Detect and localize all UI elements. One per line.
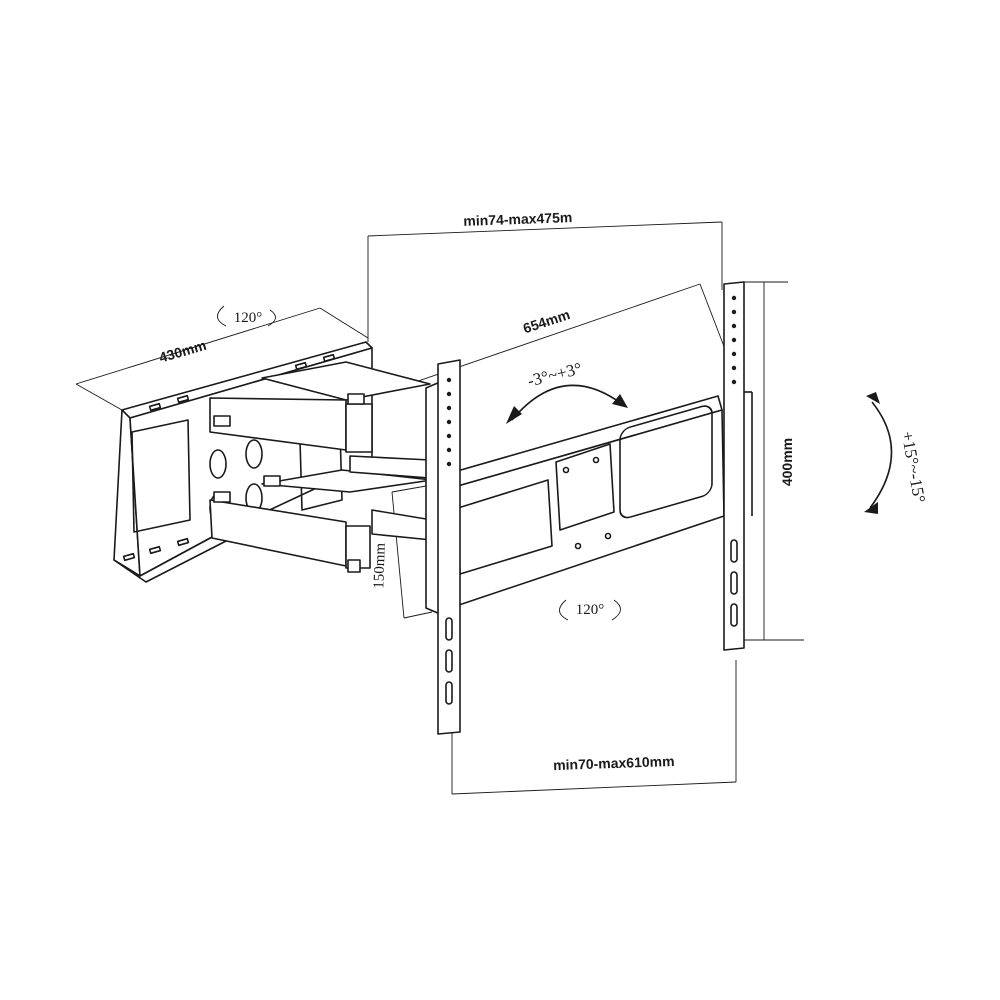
swivel-arrow-icon xyxy=(559,599,569,621)
left-rail-holes xyxy=(445,377,453,705)
wall-plate-slots xyxy=(122,353,336,562)
arrowhead-icon xyxy=(864,502,878,514)
arm-length-label: 654mm xyxy=(521,306,572,336)
plate-height-label: 150mm xyxy=(371,542,389,589)
arm-extension-label: min74-max475m xyxy=(463,209,572,229)
arrowhead-icon xyxy=(612,394,628,408)
arrowhead-icon xyxy=(506,406,522,424)
plate-width-label: 430mm xyxy=(157,337,208,366)
swivel-arrow-icon xyxy=(267,309,276,327)
swivel-arrow-icon xyxy=(611,599,621,621)
vesa-horizontal-label: min70-max610mm xyxy=(553,753,675,773)
right-rail-holes xyxy=(730,295,738,627)
arrowhead-icon xyxy=(866,392,880,404)
tv-bracket xyxy=(425,281,753,735)
swivel-wall-label: 120° xyxy=(234,310,263,326)
swivel-arrow-icon xyxy=(217,305,227,327)
swing-arms xyxy=(209,361,433,573)
vesa-vertical-label: 400mm xyxy=(779,438,795,486)
tilt-large-label: +15°~-15° xyxy=(898,430,929,504)
swivel-tv-label: 120° xyxy=(576,602,605,618)
rotation-arrows xyxy=(217,305,893,621)
